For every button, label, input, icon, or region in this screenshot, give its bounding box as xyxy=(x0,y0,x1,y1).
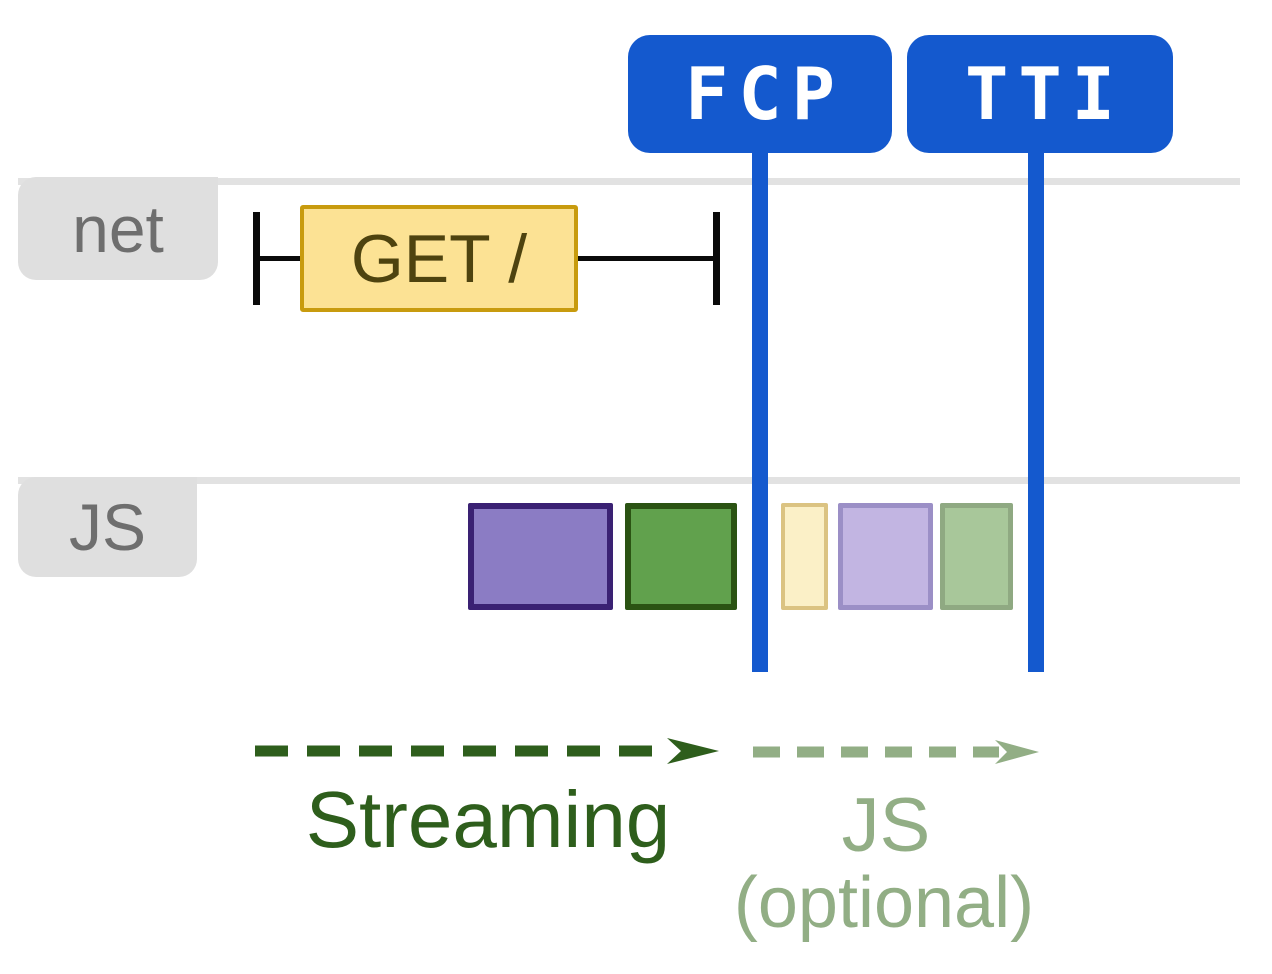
js-task-green xyxy=(625,503,737,610)
js-task-faded-yellow xyxy=(781,503,828,610)
tti-badge: TTI xyxy=(907,35,1173,153)
fcp-badge-label: FCP xyxy=(684,52,846,136)
streaming-caption: Streaming xyxy=(305,775,671,864)
js-optional-subcaption: (optional) xyxy=(733,863,1035,943)
get-request-label: GET / xyxy=(350,220,528,297)
get-request-box: GET / xyxy=(300,205,578,312)
js-lane-label: JS xyxy=(68,490,147,564)
js-lane-line xyxy=(18,477,1240,484)
fcp-badge: FCP xyxy=(628,35,892,153)
fcp-marker-line xyxy=(752,150,768,672)
js-task-purple xyxy=(468,503,613,610)
tti-badge-label: TTI xyxy=(964,52,1126,136)
tti-marker-line xyxy=(1028,150,1044,672)
net-lane-label: net xyxy=(72,191,164,266)
request-end-tick xyxy=(713,212,720,305)
js-task-faded-green xyxy=(940,503,1013,610)
js-optional-caption: JS xyxy=(841,783,931,868)
js-optional-arrow-icon xyxy=(753,740,1039,764)
net-lane-line xyxy=(18,178,1240,185)
js-task-faded-purple xyxy=(838,503,933,610)
js-lane-tab: JS xyxy=(18,477,197,577)
net-lane-tab: net xyxy=(18,177,218,280)
request-start-tick xyxy=(253,212,260,305)
streaming-arrow-icon xyxy=(255,738,719,764)
